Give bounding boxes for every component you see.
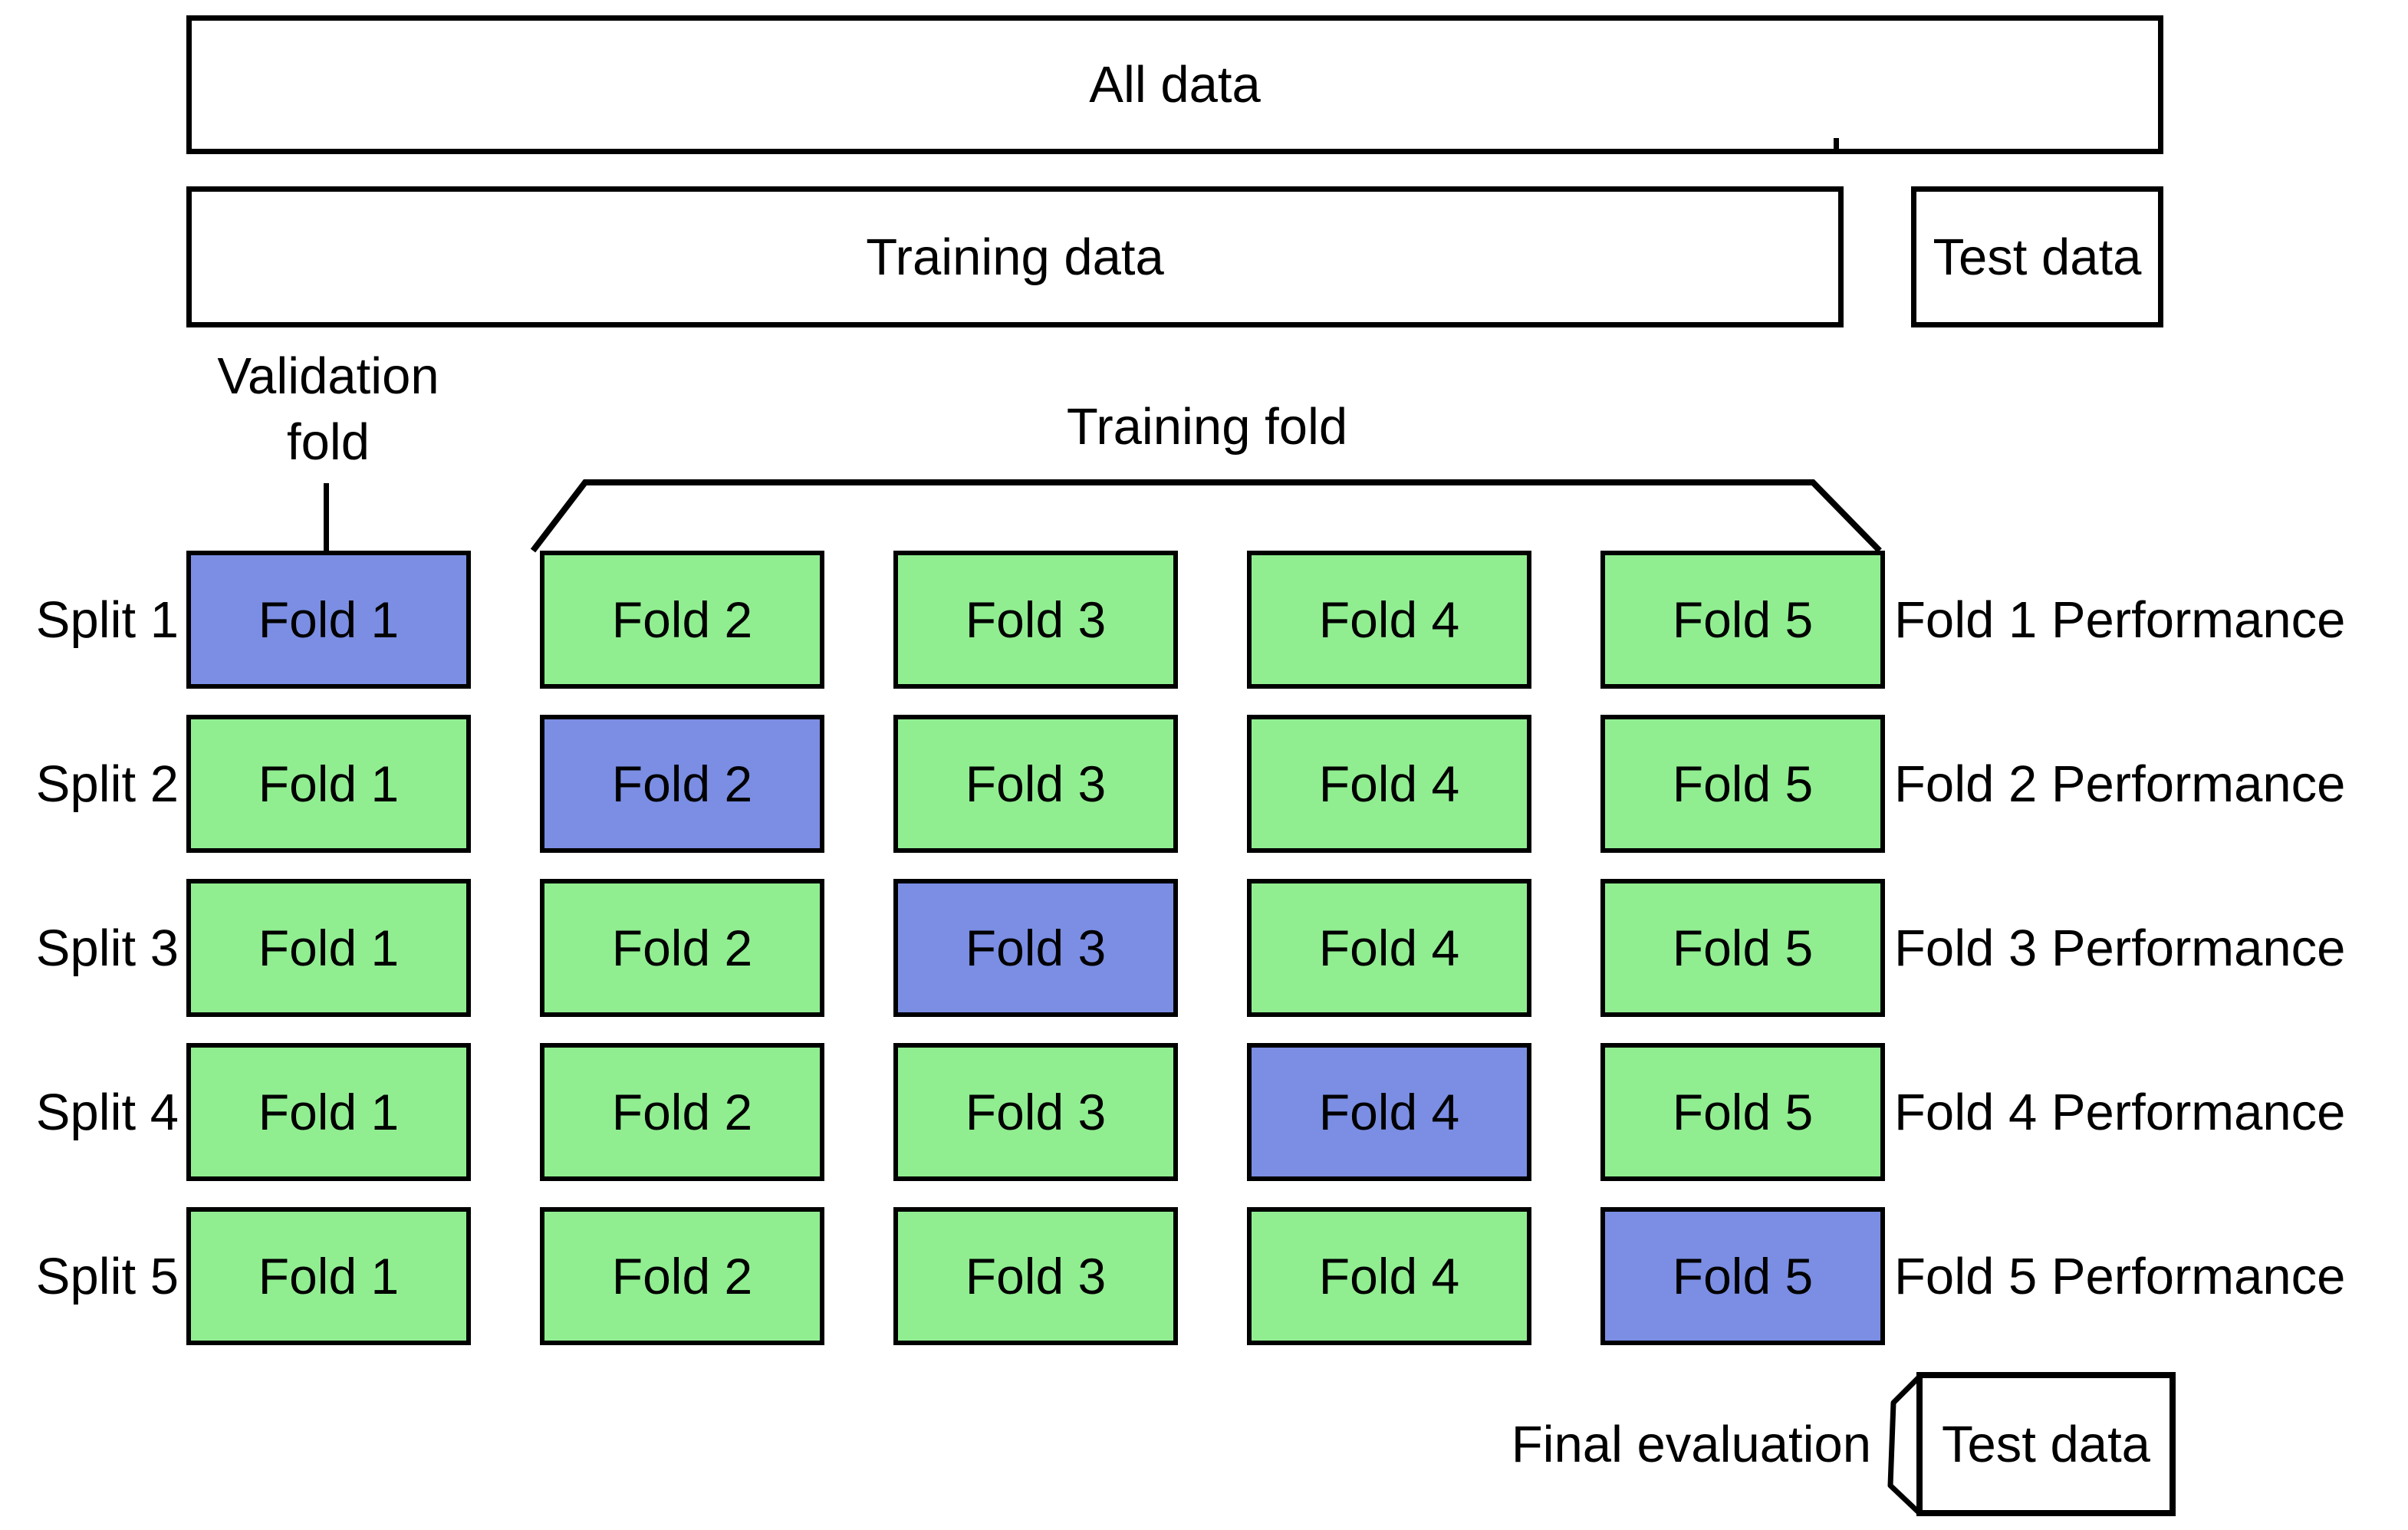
validation-fold-pointer-line: [324, 483, 329, 551]
performance-label-5: Fold 5 Performance: [1894, 1247, 2346, 1305]
validation-fold-label-line2: fold: [286, 413, 370, 471]
test-data-label-bottom: Test data: [1942, 1415, 2150, 1473]
fold-cell-split1-fold4: Fold 4: [1247, 551, 1531, 689]
final-test-data-box: [1887, 1372, 2176, 1516]
validation-fold-label-line1: Validation: [217, 347, 439, 405]
fold-cell-split3-fold4: Fold 4: [1247, 879, 1531, 1017]
fold-cell-split4-fold1: Fold 1: [186, 1043, 471, 1181]
fold-cell-split5-fold5: Fold 5: [1600, 1207, 1885, 1345]
fold-cell-label: Fold 2: [611, 1084, 753, 1140]
fold-cell-label: Fold 5: [1672, 1248, 1814, 1305]
final-evaluation-label: Final evaluation: [1511, 1415, 1871, 1473]
fold-cell-split2-fold3: Fold 3: [893, 715, 1178, 853]
performance-label-4: Fold 4 Performance: [1894, 1083, 2346, 1141]
split-label-1: Split 1: [35, 591, 179, 649]
training-data-box: Training data: [186, 186, 1844, 327]
fold-cell-split5-fold3: Fold 3: [893, 1207, 1178, 1345]
fold-cell-split1-fold3: Fold 3: [893, 551, 1178, 689]
fold-cell-split3-fold5: Fold 5: [1600, 879, 1885, 1017]
split-label-2: Split 2: [35, 755, 179, 813]
fold-cell-label: Fold 4: [1318, 1248, 1460, 1305]
fold-cell-split3-fold2: Fold 2: [540, 879, 824, 1017]
fold-cell-label: Fold 5: [1672, 755, 1814, 812]
split-label-5: Split 5: [35, 1247, 179, 1305]
fold-cell-split5-fold4: Fold 4: [1247, 1207, 1531, 1345]
fold-cell-label: Fold 5: [1672, 1084, 1814, 1140]
fold-cell-split4-fold4: Fold 4: [1247, 1043, 1531, 1181]
validation-fold-label: Validation fold: [98, 344, 558, 475]
all-data-label: All data: [1089, 56, 1261, 114]
fold-cell-label: Fold 5: [1672, 591, 1814, 648]
train-test-split-tick: [1834, 138, 1839, 153]
fold-cell-split2-fold2: Fold 2: [540, 715, 824, 853]
performance-label-1: Fold 1 Performance: [1894, 591, 2346, 649]
fold-cell-label: Fold 2: [611, 755, 753, 812]
training-fold-label: Training fold: [1066, 398, 1348, 456]
fold-cell-label: Fold 3: [965, 920, 1107, 976]
test-data-box-top: Test data: [1911, 186, 2163, 327]
performance-label-2: Fold 2 Performance: [1894, 755, 2346, 813]
fold-cell-split2-fold4: Fold 4: [1247, 715, 1531, 853]
fold-cell-split4-fold3: Fold 3: [893, 1043, 1178, 1181]
training-data-label: Training data: [866, 228, 1164, 286]
fold-cell-label: Fold 3: [965, 1248, 1107, 1305]
split-label-3: Split 3: [35, 919, 179, 977]
fold-cell-split5-fold1: Fold 1: [186, 1207, 471, 1345]
fold-cell-label: Fold 2: [611, 591, 753, 648]
fold-cell-split3-fold3: Fold 3: [893, 879, 1178, 1017]
fold-cell-label: Fold 1: [258, 591, 400, 648]
fold-cell-split4-fold5: Fold 5: [1600, 1043, 1885, 1181]
fold-cell-label: Fold 3: [965, 755, 1107, 812]
fold-cell-split4-fold2: Fold 2: [540, 1043, 824, 1181]
fold-cell-split1-fold2: Fold 2: [540, 551, 824, 689]
fold-cell-label: Fold 4: [1318, 755, 1460, 812]
fold-cell-label: Fold 1: [258, 1248, 400, 1305]
fold-cell-split3-fold1: Fold 1: [186, 879, 471, 1017]
fold-cell-label: Fold 3: [965, 591, 1107, 648]
all-data-box: All data: [186, 15, 2163, 154]
fold-cell-label: Fold 1: [258, 920, 400, 976]
fold-cell-label: Fold 3: [965, 1084, 1107, 1140]
fold-cell-label: Fold 5: [1672, 920, 1814, 976]
training-fold-bracket: [530, 479, 1882, 553]
fold-cell-label: Fold 4: [1318, 1084, 1460, 1140]
fold-cell-split5-fold2: Fold 2: [540, 1207, 824, 1345]
fold-cell-label: Fold 2: [611, 920, 753, 976]
split-label-4: Split 4: [35, 1083, 179, 1141]
fold-cell-split1-fold5: Fold 5: [1600, 551, 1885, 689]
test-data-label-top: Test data: [1933, 228, 2142, 286]
performance-label-3: Fold 3 Performance: [1894, 919, 2346, 977]
fold-cell-label: Fold 4: [1318, 920, 1460, 976]
fold-cell-split1-fold1: Fold 1: [186, 551, 471, 689]
fold-cell-split2-fold5: Fold 5: [1600, 715, 1885, 853]
fold-cell-split2-fold1: Fold 1: [186, 715, 471, 853]
fold-cell-label: Fold 1: [258, 1084, 400, 1140]
fold-cell-label: Fold 2: [611, 1248, 753, 1305]
fold-cell-label: Fold 1: [258, 755, 400, 812]
fold-cell-label: Fold 4: [1318, 591, 1460, 648]
